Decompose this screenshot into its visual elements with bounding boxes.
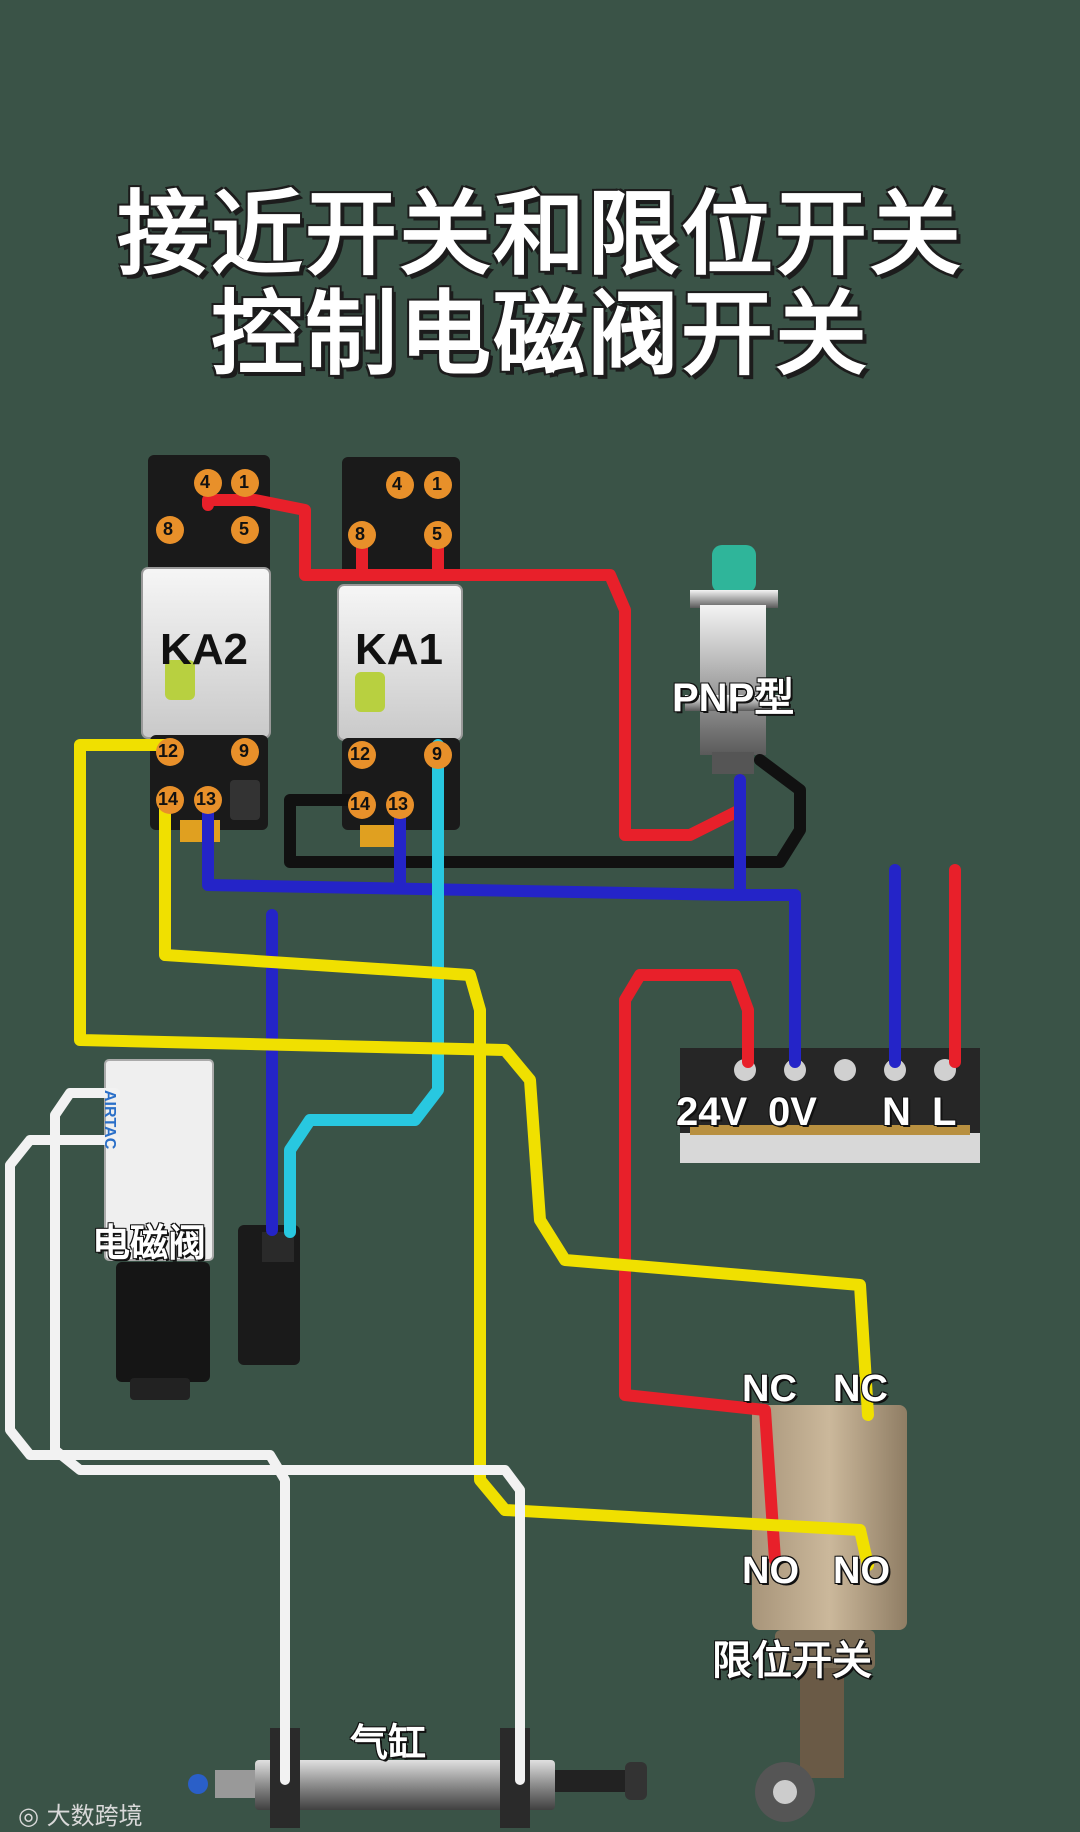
limit-no-right: NO bbox=[833, 1550, 890, 1592]
watermark-text: 大数跨境 bbox=[46, 1802, 143, 1830]
terminal-l: L bbox=[932, 1090, 957, 1134]
ka1-pin-5: 5 bbox=[432, 524, 443, 544]
wire-yellow-a bbox=[74, 739, 874, 1421]
wire-red-24v bbox=[619, 969, 781, 1566]
wire-yellow-b bbox=[159, 794, 874, 1571]
terminal-n: N bbox=[882, 1090, 911, 1134]
ka2-pin-9: 9 bbox=[239, 741, 250, 761]
relay-ka2-label: KA2 bbox=[160, 625, 249, 674]
wire-red-ka-pins bbox=[202, 494, 746, 841]
solenoid-valve bbox=[104, 1059, 300, 1400]
cylinder-label: 气缸 bbox=[350, 1723, 427, 1765]
air-cylinder bbox=[188, 1728, 647, 1828]
ka2-pin-14: 14 bbox=[158, 789, 179, 809]
wire-cyan bbox=[284, 739, 444, 1238]
limit-no-left: NO bbox=[742, 1550, 799, 1592]
ka1-pin-14: 14 bbox=[350, 794, 371, 814]
terminal-0v: 0V bbox=[768, 1090, 817, 1134]
ka1-pin-13: 13 bbox=[388, 794, 409, 814]
watermark: ◎ 大数跨境 bbox=[18, 1796, 143, 1831]
hose-white-b bbox=[5, 1135, 290, 1785]
ka2-pin-badges bbox=[156, 469, 259, 814]
limit-nc-right: NC bbox=[833, 1368, 888, 1410]
wire-black-ka1 bbox=[284, 754, 806, 868]
pnp-proximity-sensor bbox=[685, 545, 781, 774]
limit-switch-label: 限位开关 bbox=[712, 1639, 872, 1683]
ka2-pin-12: 12 bbox=[158, 741, 179, 761]
ka1-pin-badges bbox=[348, 471, 452, 819]
ka2-pin-5: 5 bbox=[239, 519, 250, 539]
valve-brand: AIRTAC bbox=[101, 1090, 118, 1150]
ka2-pin-1: 1 bbox=[239, 472, 250, 492]
relay-ka1-label: KA1 bbox=[355, 625, 444, 674]
terminal-24v: 24V bbox=[676, 1090, 748, 1134]
title-line-1: 接近开关和限位开关 bbox=[116, 181, 963, 288]
limit-nc-left: NC bbox=[742, 1368, 797, 1410]
ka2-pin-13: 13 bbox=[196, 789, 217, 809]
wire-blue-common bbox=[202, 794, 801, 1068]
ka2-pin-8: 8 bbox=[163, 519, 174, 539]
title-line-2: 控制电磁阀开关 bbox=[210, 281, 869, 388]
watermark-logo-icon: ◎ bbox=[18, 1802, 39, 1830]
solenoid-valve-label: 电磁阀 bbox=[92, 1223, 207, 1265]
ka2-pin-4: 4 bbox=[200, 472, 211, 492]
limit-switch-body bbox=[752, 1405, 907, 1822]
ka1-pin-12: 12 bbox=[350, 744, 371, 764]
ka1-pin-1: 1 bbox=[432, 474, 443, 494]
ka1-pin-8: 8 bbox=[355, 524, 366, 544]
ka1-pin-9: 9 bbox=[432, 744, 443, 764]
sensor-type-label: PNP型 bbox=[672, 676, 795, 720]
ka1-pin-4: 4 bbox=[392, 474, 403, 494]
